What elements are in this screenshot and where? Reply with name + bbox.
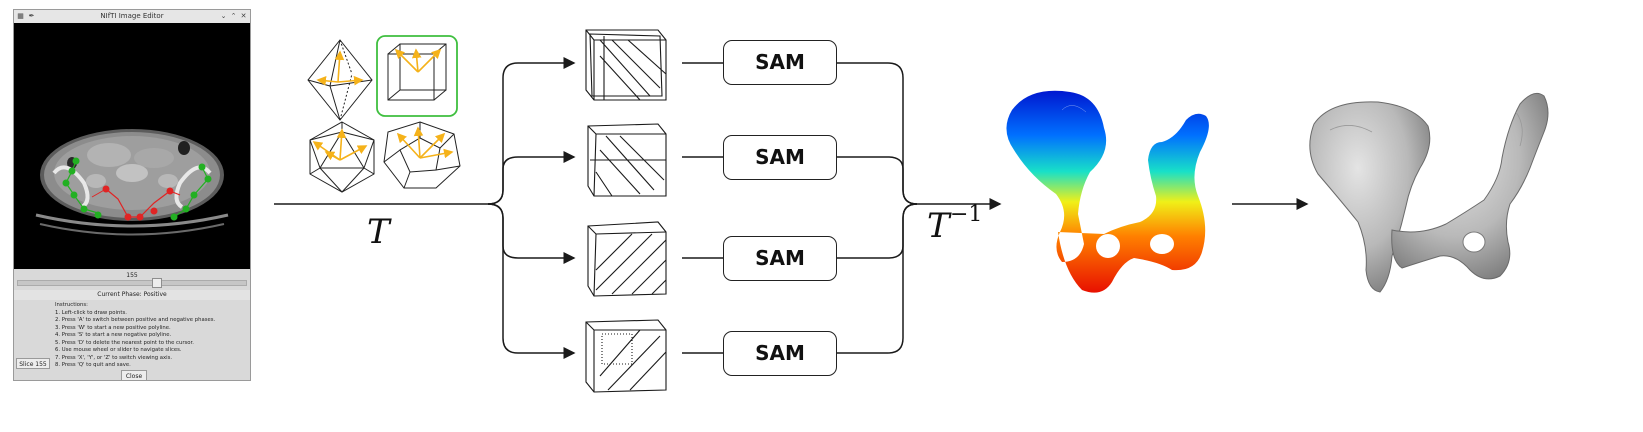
rotated-volume-cube-4 [585,319,667,393]
current-phase-label: Current Phase: Positive [14,290,250,300]
transform-label: T [367,212,390,252]
instruction-line: Instructions: [55,302,88,308]
slice-slider-thumb[interactable] [152,278,162,288]
rotated-volume-cube-2 [587,123,667,197]
window-title: NIfTI Image Editor [100,12,164,20]
slice-slider[interactable] [17,280,247,286]
ct-slice-viewer[interactable] [14,23,250,269]
pelvis-point-cloud [1006,90,1209,293]
sam-model-box-2: SAM [723,135,837,180]
instruction-line: 1. Left-click to draw points. [55,309,127,316]
minimize-icon[interactable]: ⌄ [220,12,227,20]
sam-model-box-3: SAM [723,236,837,281]
sam-connector-lines [682,62,1309,354]
transform-branch-lines [274,57,576,359]
instruction-line: 8. Press 'Q' to quit and save. [55,362,131,368]
slice-slider-value: 155 [126,272,138,279]
instruction-line: 5. Press 'D' to delete the nearest point… [55,339,194,346]
instruction-line: 6. Use mouse wheel or slider to navigate… [55,347,182,353]
inverse-transform-label: T [927,206,950,246]
pin-icon[interactable]: ✒ [28,12,35,20]
maximize-icon[interactable]: ⌃ [230,12,237,20]
rotated-volume-cube-1 [585,29,667,101]
close-icon[interactable]: ✕ [240,12,247,20]
cube-icon-highlighted [376,35,458,117]
inverse-transform-exponent: −1 [950,202,983,227]
instruction-line: 7. Press 'X', 'Y', or 'Z' to switch view… [55,354,173,361]
icosahedron-icon [309,121,375,193]
instruction-line: 3. Press 'W' to start a new positive pol… [55,324,171,331]
rotated-volume-cube-3 [587,221,667,297]
instruction-line: 4. Press 'S' to start a new negative pol… [55,332,172,338]
instructions-panel: Instructions: 1. Left-click to draw poin… [55,302,245,370]
sam-model-box-1: SAM [723,40,837,85]
app-icon: ▦ [17,12,24,20]
instruction-line: 2. Press 'A' to switch between positive … [55,317,216,323]
dodecahedron-icon [383,121,461,189]
nifti-editor-window: ▦ ✒ NIfTI Image Editor ⌄ ⌃ ✕ [13,9,251,381]
slice-button[interactable]: Slice 155 [16,358,50,369]
close-button[interactable]: Close [121,370,147,381]
pelvis-mesh-render [1309,92,1549,293]
octahedron-icon [307,39,373,121]
sam-model-box-4: SAM [723,331,837,376]
ct-slice-image[interactable] [14,23,250,269]
